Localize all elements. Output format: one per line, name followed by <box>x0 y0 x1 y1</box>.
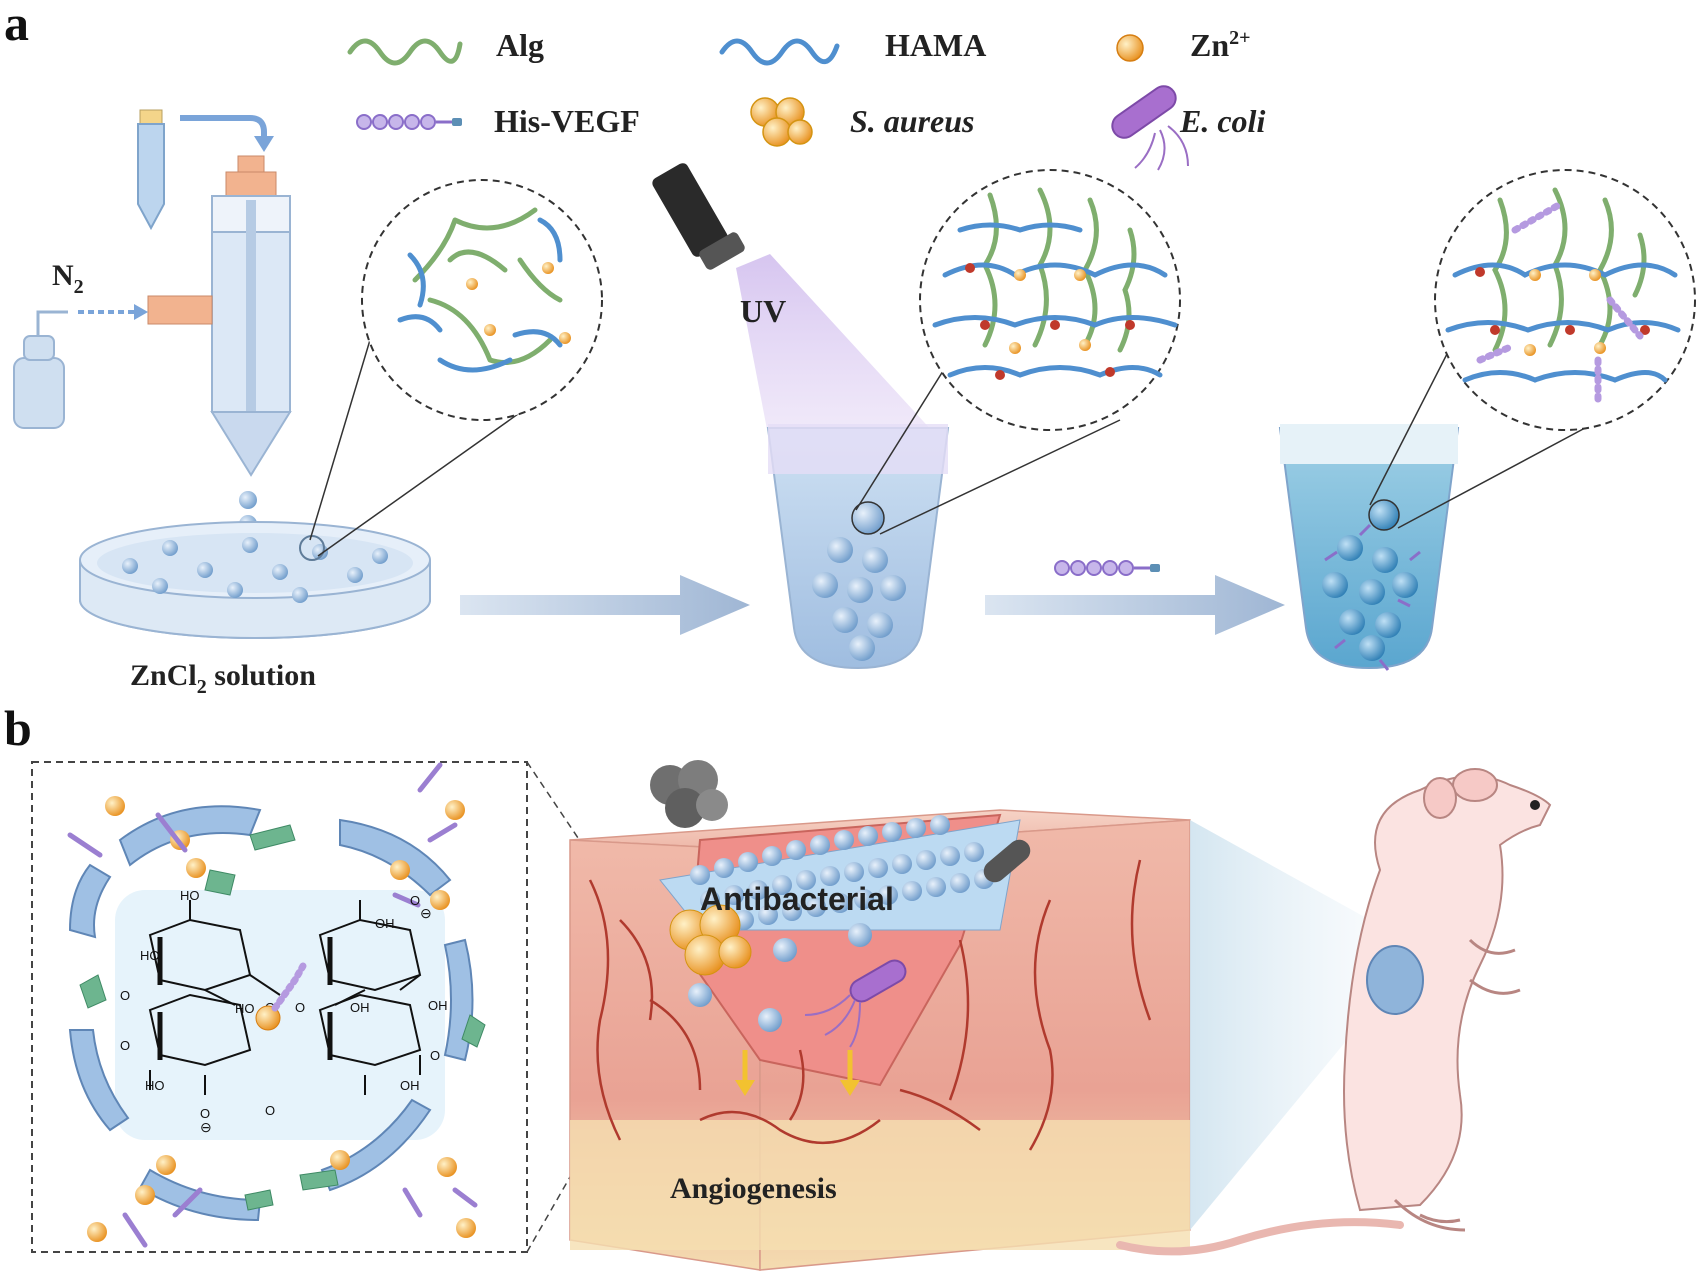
e-coli-in-wound <box>804 959 907 1048</box>
hama-strand-icon <box>719 38 840 66</box>
legend-e-coli-label: E. coli <box>1179 103 1265 139</box>
alg-strand-icon <box>347 38 463 66</box>
process-arrow-2 <box>985 575 1285 635</box>
uv-lamp <box>652 163 745 270</box>
electrospray-nozzle <box>147 155 292 477</box>
rat-illustration <box>1116 768 1552 1256</box>
svg-text:HO: HO <box>140 948 160 963</box>
centrifuge-tube-1 <box>766 424 950 670</box>
svg-text:OH: OH <box>375 916 395 931</box>
svg-text:OH: OH <box>400 1078 420 1093</box>
svg-text:O: O <box>295 1000 305 1015</box>
s-aureus-in-wound <box>669 904 752 976</box>
zoom-line-2b <box>879 419 1121 535</box>
his-vegf-bound-chain <box>271 962 307 1012</box>
zn-ion-icon <box>1116 34 1144 62</box>
svg-text:O: O <box>200 1106 210 1121</box>
zoom-line-3b <box>1397 419 1601 529</box>
legend-zn-label: Zn2+ <box>1190 27 1251 63</box>
n2-gas-bottle <box>13 310 68 429</box>
angiogenesis-arrows <box>735 1050 860 1096</box>
svg-text:⊖: ⊖ <box>420 905 432 921</box>
uv-label: UV <box>740 293 786 329</box>
zoom-circle-vegf-loaded-network <box>1434 169 1696 431</box>
syringe-tube <box>137 109 165 231</box>
zn-chelated-center <box>255 1005 281 1031</box>
zncl2-solution-label: ZnCl2 solution <box>130 659 316 698</box>
zoom-circle-ionic-network <box>361 179 603 421</box>
e-coli-bacterium-icon <box>1111 85 1189 171</box>
alginate-zn-chelation-structure <box>148 900 422 1095</box>
svg-text:OH: OH <box>428 998 448 1013</box>
legend: Alg HAMA Zn2+ His-VEGF S. aureus E. coli <box>347 27 1265 171</box>
svg-text:HO: HO <box>235 1001 255 1016</box>
svg-text:HO: HO <box>180 888 200 903</box>
svg-text:O: O <box>410 893 420 908</box>
svg-text:O: O <box>265 1103 275 1118</box>
feed-arrowhead <box>254 136 274 152</box>
legend-s-aureus-label: S. aureus <box>850 103 975 139</box>
legend-hama-label: HAMA <box>885 27 986 63</box>
uv-light-beam <box>736 254 945 445</box>
hydrogel-bead-layer <box>688 815 994 1032</box>
zoom-circle-crosslinked-network <box>919 169 1181 431</box>
his-vegf-chain-icon <box>356 114 462 130</box>
structure-labels: HO HO HO HO OH OH OH OH O O O O O O O O … <box>120 888 448 1135</box>
process-arrow-1 <box>460 575 750 635</box>
svg-text:HO: HO <box>145 1078 165 1093</box>
panel-label-b: b <box>4 700 32 756</box>
svg-text:O: O <box>120 1038 130 1053</box>
legend-alg-label: Alg <box>496 27 544 63</box>
petri-dish <box>79 521 431 639</box>
svg-text:⊖: ⊖ <box>200 1119 212 1135</box>
panel-label-a: a <box>4 0 29 51</box>
feed-arrow-icon <box>180 115 267 142</box>
rat-wound-site <box>1366 945 1424 1015</box>
svg-text:O: O <box>120 988 130 1003</box>
centrifuge-tube-2 <box>1278 424 1460 671</box>
angiogenesis-label: Angiogenesis <box>670 1172 837 1205</box>
vegf-fragments-around-particle <box>67 762 478 1248</box>
svg-text:OH: OH <box>350 1000 370 1015</box>
wound-projection-cone <box>1190 820 1380 1230</box>
legend-his-vegf-label: His-VEGF <box>494 103 640 139</box>
svg-text:O: O <box>430 1048 440 1063</box>
n2-label: N2 <box>52 259 84 298</box>
dead-bacteria-cluster <box>650 760 1031 883</box>
s-aureus-cluster-icon <box>750 97 813 147</box>
gas-flow-arrowhead <box>134 304 148 320</box>
skin-wound-model <box>569 809 1191 1271</box>
antibacterial-label: Antibacterial <box>700 881 894 917</box>
zn-ions-around-particle <box>87 796 476 1242</box>
his-vegf-addition-icon <box>1054 560 1160 576</box>
